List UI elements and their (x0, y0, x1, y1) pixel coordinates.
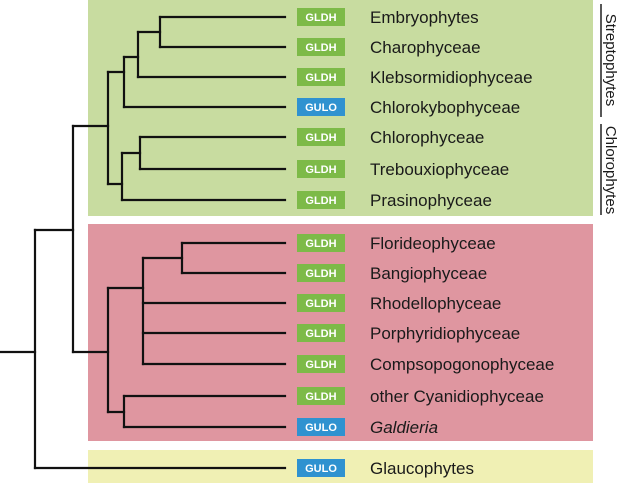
taxon-row: GLDH Klebsormidiophyceae (297, 68, 533, 87)
gldh-badge (297, 160, 345, 178)
enzyme-badge-label: GLDH (305, 359, 336, 371)
taxon-name: Chlorophyceae (370, 128, 484, 147)
chlorophytes-label: Chlorophytes (602, 126, 617, 214)
gldh-badge (297, 355, 345, 373)
taxon-name: Rhodellophyceae (370, 294, 501, 313)
taxon-row: GLDH Compsopogonophyceae (297, 355, 554, 374)
enzyme-badge-label: GLDH (305, 132, 336, 144)
enzyme-badge-label: GLDH (305, 238, 336, 250)
taxon-row: GLDH Bangiophyceae (297, 264, 487, 283)
gldh-badge (297, 387, 345, 405)
taxon-name: Embryophytes (370, 8, 479, 27)
taxon-name: Prasinophyceae (370, 191, 492, 210)
streptophytes-label: Streptophytes (602, 14, 617, 107)
gldh-badge (297, 191, 345, 209)
enzyme-badge-label: GLDH (305, 42, 336, 54)
taxon-row: GULO Galdieria (297, 418, 438, 437)
taxon-row: GLDH Chlorophyceae (297, 128, 484, 147)
enzyme-badge-label: GLDH (305, 195, 336, 207)
taxon-row: GULO Chlorokybophyceae (297, 98, 520, 117)
taxon-row: GLDH Porphyridiophyceae (297, 324, 520, 343)
gldh-badge (297, 68, 345, 86)
enzyme-badge-label: GLDH (305, 268, 336, 280)
taxon-name: Charophyceae (370, 38, 481, 57)
taxon-row: GLDH Trebouxiophyceae (297, 160, 509, 179)
enzyme-badge-label: GLDH (305, 164, 336, 176)
gldh-badge (297, 264, 345, 282)
enzyme-badge-label: GULO (305, 102, 337, 114)
enzyme-badge-label: GLDH (305, 72, 336, 84)
gldh-badge (297, 128, 345, 146)
taxon-row: GLDH Rhodellophyceae (297, 294, 501, 313)
taxon-row: GLDH Prasinophyceae (297, 191, 492, 210)
taxon-name: Galdieria (370, 418, 438, 437)
gulo-badge (297, 459, 345, 477)
taxon-name: Trebouxiophyceae (370, 160, 509, 179)
enzyme-badge-label: GLDH (305, 391, 336, 403)
gldh-badge (297, 234, 345, 252)
enzyme-badge-label: GULO (305, 422, 337, 434)
enzyme-badge-label: GLDH (305, 298, 336, 310)
gldh-badge (297, 8, 345, 26)
taxon-name: Florideophyceae (370, 234, 496, 253)
taxon-name: Klebsormidiophyceae (370, 68, 533, 87)
tree-branches (0, 15, 287, 470)
taxon-name: other Cyanidiophyceae (370, 387, 544, 406)
taxon-name: Porphyridiophyceae (370, 324, 520, 343)
taxon-name: Compsopogonophyceae (370, 355, 554, 374)
gldh-badge (297, 324, 345, 342)
taxon-name: Chlorokybophyceae (370, 98, 520, 117)
gldh-badge (297, 38, 345, 56)
group-labels: Streptophytes Chlorophytes (600, 4, 617, 215)
taxon-name: Glaucophytes (370, 459, 474, 478)
enzyme-badge-label: GLDH (305, 12, 336, 24)
taxon-row: GLDH other Cyanidiophyceae (297, 387, 544, 406)
taxon-row: GLDH Florideophyceae (297, 234, 496, 253)
enzyme-badge-label: GLDH (305, 328, 336, 340)
taxon-row: GLDH Embryophytes (297, 8, 479, 27)
taxon-row: GLDH Charophyceae (297, 38, 481, 57)
enzyme-badge-label: GULO (305, 463, 337, 475)
taxon-row: GULO Glaucophytes (297, 459, 474, 478)
taxon-name: Bangiophyceae (370, 264, 487, 283)
gulo-badge (297, 418, 345, 436)
gldh-badge (297, 294, 345, 312)
gulo-badge (297, 98, 345, 116)
